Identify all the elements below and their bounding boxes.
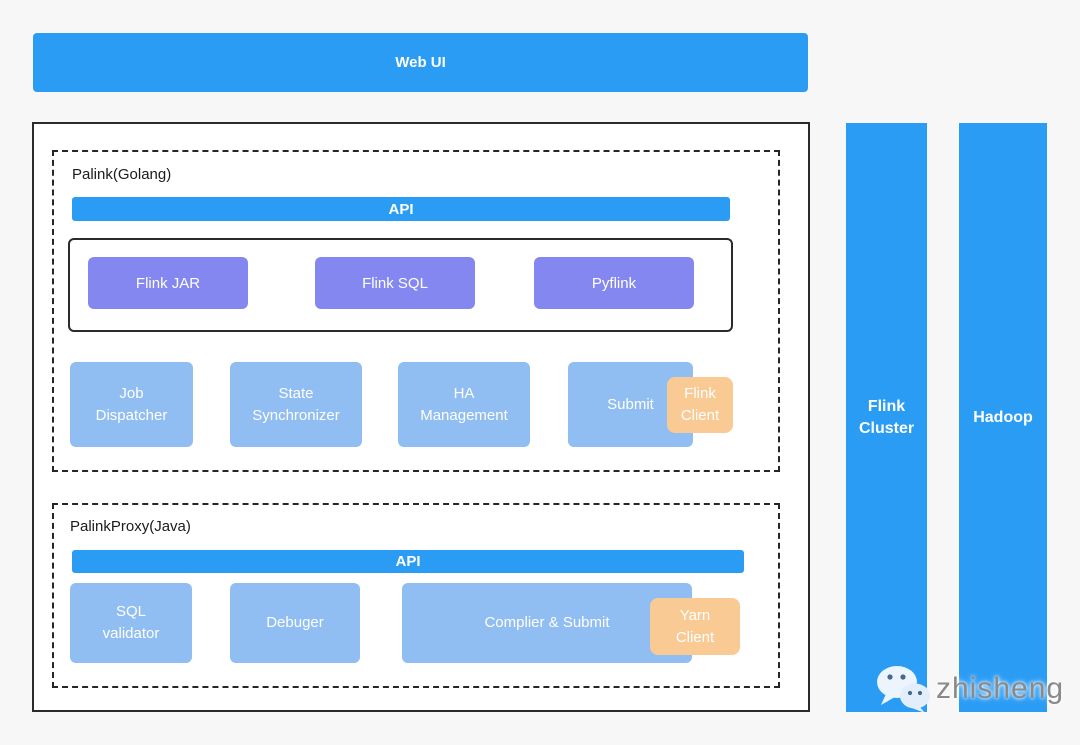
palink-section bbox=[52, 150, 780, 472]
flink-jar-box: Flink JAR bbox=[88, 257, 248, 309]
palinkproxy-section bbox=[52, 503, 780, 688]
complier-submit-box: Complier & Submit bbox=[402, 583, 692, 663]
debuger-box: Debuger bbox=[230, 583, 360, 663]
job-dispatcher-box: Job Dispatcher bbox=[70, 362, 193, 447]
pyflink-box: Pyflink bbox=[534, 257, 694, 309]
palink-api-bar: API bbox=[72, 197, 730, 221]
ha-management-box: HA Management bbox=[398, 362, 530, 447]
wechat-icon bbox=[874, 664, 934, 714]
palinkproxy-section-title: PalinkProxy(Java) bbox=[70, 518, 191, 535]
watermark-text: zhisheng bbox=[936, 672, 1065, 705]
web-ui-bar: Web UI bbox=[33, 33, 808, 92]
state-synchronizer-box: State Synchronizer bbox=[230, 362, 362, 447]
flink-sql-box: Flink SQL bbox=[315, 257, 475, 309]
yarn-client-box: Yarn Client bbox=[650, 598, 740, 655]
palinkproxy-api-bar: API bbox=[72, 550, 744, 573]
hadoop-bar: Hadoop bbox=[959, 123, 1047, 712]
flink-client-box: Flink Client bbox=[667, 377, 733, 433]
palink-section-title: Palink(Golang) bbox=[72, 166, 172, 183]
flink-cluster-bar: Flink Cluster bbox=[846, 123, 927, 712]
sql-validator-box: SQL validator bbox=[70, 583, 192, 663]
watermark: zhisheng bbox=[874, 664, 1064, 714]
